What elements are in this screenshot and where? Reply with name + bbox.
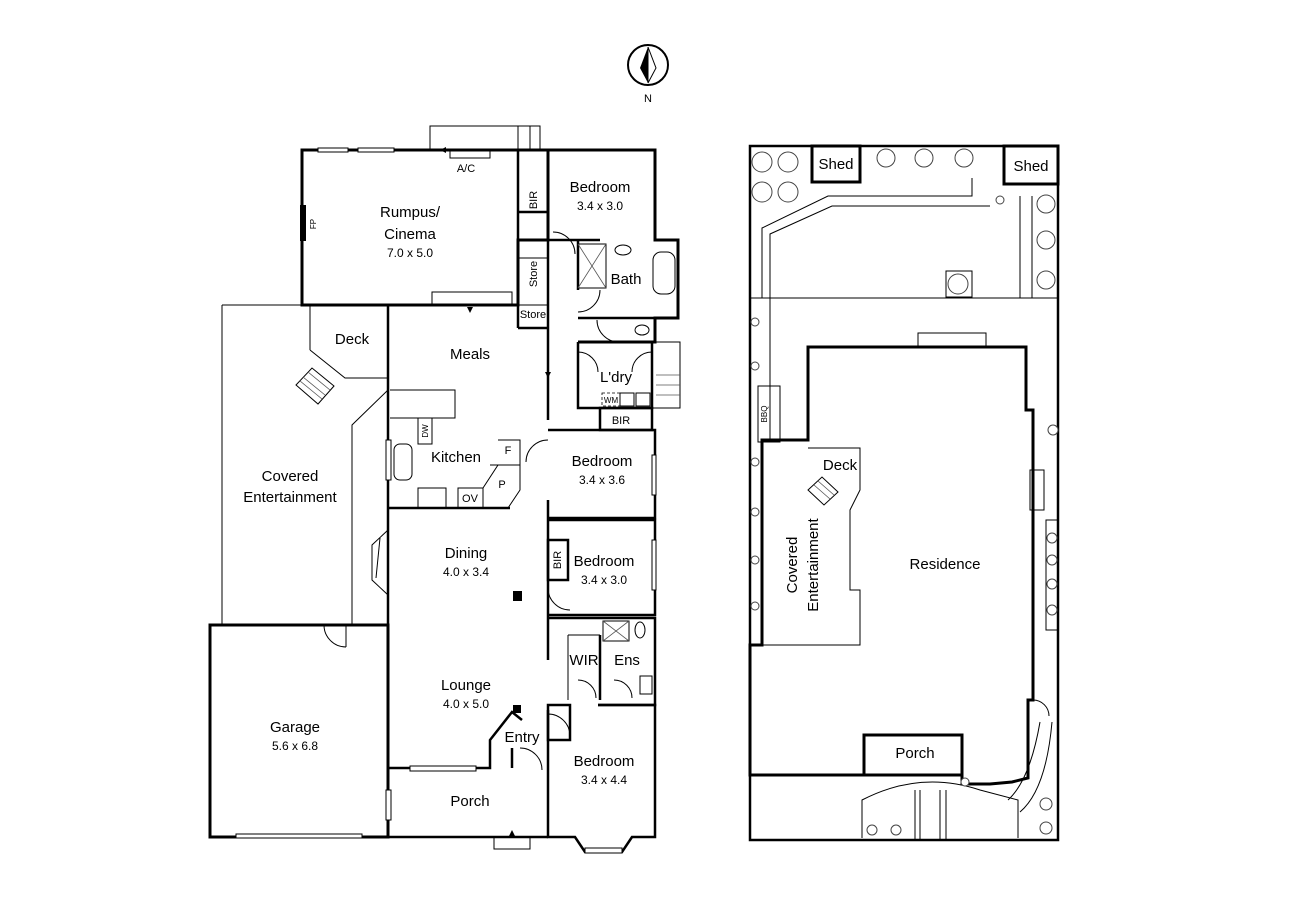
bedroom3-label: Bedroom [574, 553, 635, 570]
shed2 [1002, 144, 1060, 186]
bathtub [652, 251, 676, 295]
garage-door [235, 833, 363, 839]
porch-label: Porch [450, 793, 489, 810]
shed2-label: Shed [1013, 158, 1048, 175]
bedroom1-label: Bedroom [570, 179, 631, 196]
shed1 [810, 144, 862, 184]
p-label: P [498, 479, 505, 491]
meals-label: Meals [450, 346, 490, 363]
ac-label: A/C [457, 163, 475, 175]
kitchen-sink [393, 443, 413, 481]
ov-label: OV [462, 493, 479, 505]
north-arrow-icon [627, 44, 669, 86]
wm-label: WM [604, 396, 619, 405]
site-porch-label: Porch [895, 745, 934, 762]
kitchen-label: Kitchen [431, 449, 481, 466]
site-covered-1: Covered [784, 537, 801, 594]
wir-label: WIR [569, 652, 598, 669]
fireplace [300, 205, 306, 241]
deck-steps [295, 367, 335, 405]
store1-label: Store [528, 261, 540, 287]
bedroom3-dim: 3.4 x 3.0 [581, 573, 627, 587]
north-label: N [644, 93, 652, 105]
rumpus-label: Rumpus/ [380, 204, 441, 221]
fp-label: FP [309, 219, 318, 229]
ens-label: Ens [614, 652, 640, 669]
bedroom2-label: Bedroom [572, 453, 633, 470]
bedroom2-dim: 3.4 x 3.6 [579, 473, 625, 487]
shower [577, 243, 607, 289]
bath-label: Bath [611, 271, 642, 288]
f-label: F [505, 445, 512, 457]
covered-label-1: Covered [262, 468, 319, 485]
dining-dim: 4.0 x 3.4 [443, 565, 489, 579]
porch-step [493, 836, 531, 850]
dw-label: DW [421, 424, 430, 438]
store2-label: Store [520, 309, 546, 321]
garage-dim: 5.6 x 6.8 [272, 739, 318, 753]
bbq-label: BBQ [760, 406, 769, 423]
cooktop [417, 487, 447, 509]
ens-shower [602, 620, 630, 642]
residence-label: Residence [910, 556, 981, 573]
rumpus-dim: 7.0 x 5.0 [387, 246, 433, 260]
bedroom1-walls [548, 148, 680, 344]
lounge-label: Lounge [441, 677, 491, 694]
rumpus-label-2: Cinema [384, 226, 436, 243]
site-deck-steps [807, 476, 839, 506]
laundry-label: L'dry [600, 369, 633, 386]
bir-top-label: BIR [528, 191, 540, 209]
covered-label-2: Entertainment [243, 489, 337, 506]
bbq [757, 385, 781, 443]
entry-label: Entry [504, 729, 540, 746]
rear-step [429, 125, 541, 151]
site-boundary [748, 144, 1060, 842]
site-porch [862, 733, 964, 777]
bed3-bir [546, 538, 570, 582]
bedroom4-label: Bedroom [574, 753, 635, 770]
bedroom4-dim: 3.4 x 4.4 [581, 773, 627, 787]
deck-label: Deck [335, 331, 370, 348]
lounge-dim: 4.0 x 5.0 [443, 697, 489, 711]
ac-unit [449, 150, 491, 159]
dining-label: Dining [445, 545, 488, 562]
bedroom1-dim: 3.4 x 3.0 [577, 199, 623, 213]
garden-shrubs [750, 148, 1059, 836]
washing-machine [601, 392, 621, 407]
laundry-bir-label: BIR [612, 415, 630, 427]
site-deck-label: Deck [823, 457, 858, 474]
dishwasher [417, 417, 433, 445]
site-covered-2: Entertainment [805, 517, 822, 611]
shed1-label: Shed [818, 156, 853, 173]
bed3-bir-label: BIR [552, 551, 564, 569]
garage-label: Garage [270, 719, 320, 736]
